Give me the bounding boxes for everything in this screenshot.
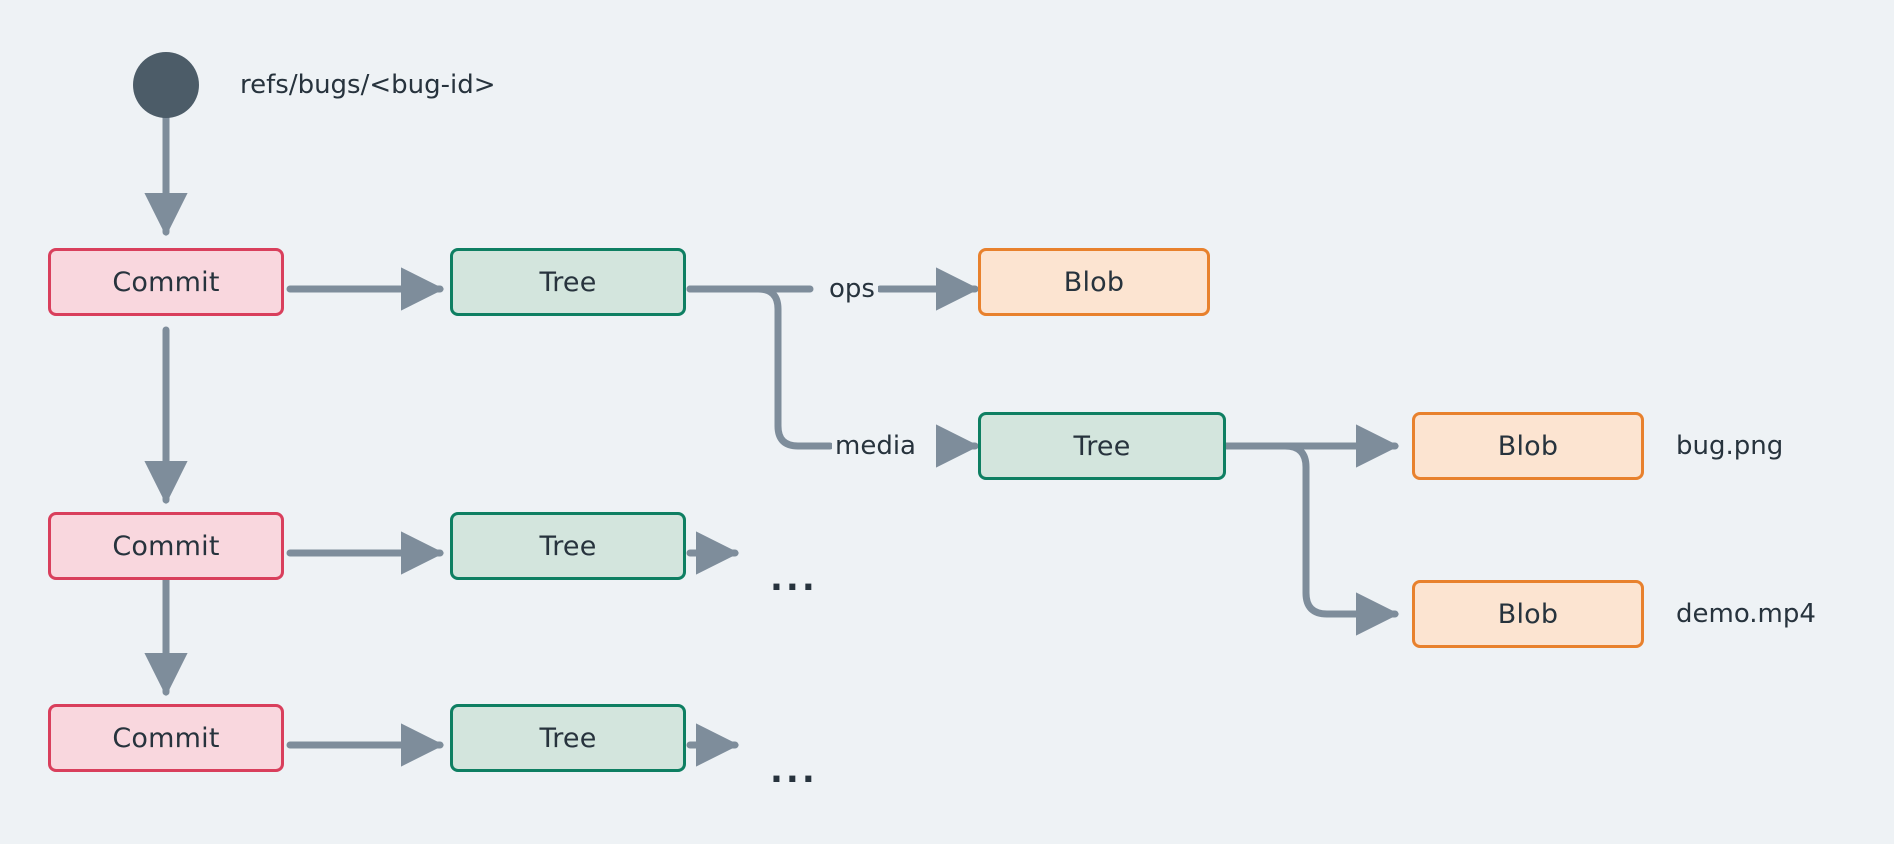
tree-node-1-label: Tree [539, 266, 597, 298]
commit-node-3-label: Commit [112, 722, 220, 754]
commit-node-2[interactable]: Commit [48, 512, 284, 580]
blob-node-demo-mp4[interactable]: Blob [1412, 580, 1644, 648]
edge-label-media: media [832, 433, 919, 459]
blob-node-bug-png[interactable]: Blob [1412, 412, 1644, 480]
tree-node-1[interactable]: Tree [450, 248, 686, 316]
commit-node-1-label: Commit [112, 266, 220, 298]
edge-mediatree-to-blob-demo [1222, 442, 1400, 636]
filename-label-demo-mp4: demo.mp4 [1676, 599, 1816, 629]
media-tree-node-label: Tree [1073, 430, 1131, 462]
ref-label: refs/bugs/<bug-id> [240, 70, 496, 100]
media-tree-node[interactable]: Tree [978, 412, 1226, 480]
filled-circle-icon [133, 52, 199, 118]
ellipsis-tree3: ... [770, 751, 818, 791]
ellipsis-tree2: ... [770, 559, 818, 599]
filename-label-bug-png: bug.png [1676, 431, 1784, 461]
tree-node-2-label: Tree [539, 530, 597, 562]
tree-node-2[interactable]: Tree [450, 512, 686, 580]
edge-tree1-media-trunk [686, 285, 834, 450]
commit-node-1[interactable]: Commit [48, 248, 284, 316]
blob-node-bug-png-label: Blob [1497, 430, 1559, 462]
commit-node-2-label: Commit [112, 530, 220, 562]
tree-node-3[interactable]: Tree [450, 704, 686, 772]
commit-node-3[interactable]: Commit [48, 704, 284, 772]
blob-node-demo-mp4-label: Blob [1497, 598, 1559, 630]
tree-node-3-label: Tree [539, 722, 597, 754]
blob-node-ops[interactable]: Blob [978, 248, 1210, 316]
edge-label-ops: ops [826, 276, 878, 302]
blob-node-ops-label: Blob [1063, 266, 1125, 298]
